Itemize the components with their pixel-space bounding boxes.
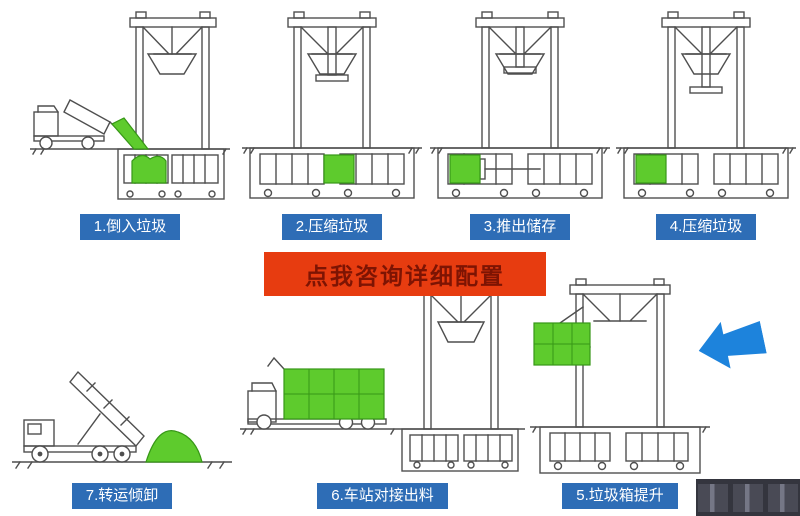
step-7-label: 7.转运倾卸 (71, 483, 173, 509)
watermark-logo (696, 479, 800, 516)
step-4-label: 4.压缩垃圾 (655, 214, 757, 240)
flow-arrow (692, 308, 769, 380)
step-2-label: 2.压缩垃圾 (281, 214, 383, 240)
step-6-block: 6.车站对接出料 (240, 272, 525, 509)
compression-station-illustration (242, 11, 422, 199)
left-arrow-icon (698, 320, 767, 369)
watermark-tile (698, 483, 729, 512)
dump-truck-station-illustration (30, 11, 230, 200)
compression-station-illustration-2 (616, 11, 796, 199)
step-5-block: 5.垃圾箱提升 (530, 277, 710, 509)
step-1-block: 1.倒入垃圾 (30, 8, 230, 240)
step-4-block: 4.压缩垃圾 (616, 8, 796, 240)
pushout-station-illustration (430, 11, 610, 199)
step-3-block: 3.推出储存 (430, 8, 610, 240)
watermark-tile (732, 483, 763, 512)
step-1-label: 1.倒入垃圾 (79, 214, 181, 240)
step-7-block: 7.转运倾卸 (12, 292, 232, 509)
step-2-block: 2.压缩垃圾 (242, 8, 422, 240)
step-3-label: 3.推出储存 (469, 214, 571, 240)
watermark-tile (767, 483, 798, 512)
step-5-label: 5.垃圾箱提升 (562, 483, 678, 509)
tipping-truck-illustration (12, 370, 232, 469)
consult-cta-banner[interactable]: 点我咨询详细配置 (264, 252, 546, 296)
step-6-label: 6.车站对接出料 (317, 483, 448, 509)
box-lift-station-illustration (530, 278, 710, 474)
docking-truck-station-illustration (240, 279, 525, 472)
